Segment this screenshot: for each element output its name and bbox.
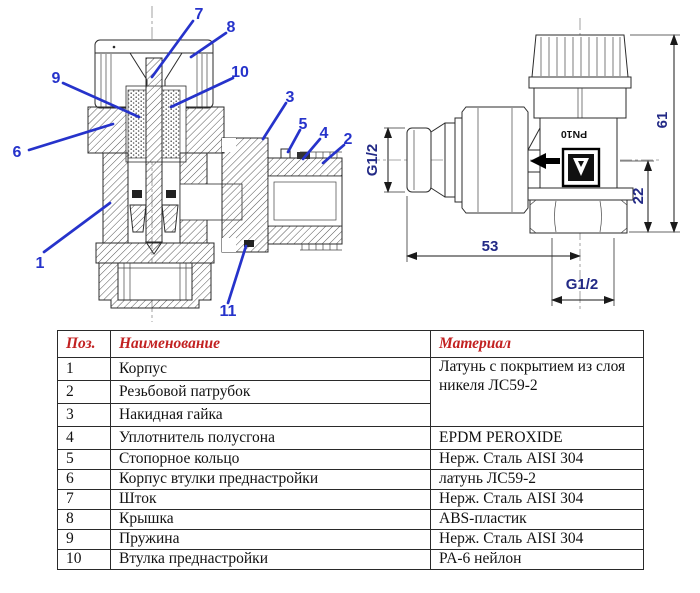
dim-total-height-label: 61 xyxy=(654,112,671,129)
bottom-thread-label: G1/2 xyxy=(566,276,599,293)
material-cell: EPDM PEROXIDE xyxy=(430,426,644,450)
name-cell: Пружина xyxy=(110,529,431,550)
pos-cell: 10 xyxy=(57,549,111,570)
material-cell: Нерж. Сталь AISI 304 xyxy=(430,489,644,510)
pos-cell: 7 xyxy=(57,489,111,510)
callout-4: 4 xyxy=(320,125,329,142)
material-cell: Нерж. Сталь AISI 304 xyxy=(430,529,644,550)
name-cell: Корпус xyxy=(110,357,431,381)
name-cell: Резьбовой патрубок xyxy=(110,380,431,404)
name-header: Наименование xyxy=(110,330,431,358)
pos-cell: 4 xyxy=(57,426,111,450)
callout-6: 6 xyxy=(13,144,22,161)
valve-cross-section: 7 8 9 10 6 3 5 4 2 1 11 xyxy=(13,6,353,322)
pos-cell: 1 xyxy=(57,357,111,381)
pos-header: Поз. xyxy=(57,330,111,358)
callout-3: 3 xyxy=(286,89,295,106)
callout-11: 11 xyxy=(220,303,237,320)
pos-cell: 2 xyxy=(57,380,111,404)
name-cell: Шток xyxy=(110,489,431,510)
side-thread-label: G1/2 xyxy=(364,144,381,177)
name-cell: Стопорное кольцо xyxy=(110,449,431,470)
name-cell: Втулка преднастройки xyxy=(110,549,431,570)
table-row: 1 Корпус Латунь с покрытием из слоя нике… xyxy=(57,357,644,427)
table-row: 5 Стопорное кольцо Нерж. Сталь AISI 304 xyxy=(57,449,644,470)
callout-2: 2 xyxy=(344,131,353,148)
table-row: 6 Корпус втулки преднастройки латунь ЛС5… xyxy=(57,469,644,490)
pos-cell: 9 xyxy=(57,529,111,550)
flow-direction-arrow xyxy=(530,153,560,169)
pos-cell: 6 xyxy=(57,469,111,490)
pos-cell: 5 xyxy=(57,449,111,470)
callout-leader-lines xyxy=(27,19,346,305)
table-row: 7 Шток Нерж. Сталь AISI 304 xyxy=(57,489,644,510)
material-cell: Латунь с покрытием из слоя никеля ЛС59-2 xyxy=(430,357,644,427)
material-cell: латунь ЛС59-2 xyxy=(430,469,644,490)
table-row: 4 Уплотнитель полусгона EPDM PEROXIDE xyxy=(57,426,644,450)
pn10-marking: PN10 xyxy=(561,128,587,140)
name-cell: Крышка xyxy=(110,509,431,530)
callout-9: 9 xyxy=(52,70,61,87)
callout-5: 5 xyxy=(299,116,308,133)
table-row: 3 Накидная гайка xyxy=(57,403,644,427)
callout-8: 8 xyxy=(227,19,236,36)
brand-logo xyxy=(561,147,601,188)
table-header-row: Поз. Наименование Материал xyxy=(57,330,644,358)
pos-cell: 8 xyxy=(57,509,111,530)
name-cell: Корпус втулки преднастройки xyxy=(110,469,431,490)
technical-drawing-canvas: 7 8 9 10 6 3 5 4 2 1 11 xyxy=(13,6,680,322)
dim-length-label: 53 xyxy=(482,238,499,255)
callout-7: 7 xyxy=(195,6,204,23)
material-header: Материал xyxy=(430,330,644,358)
table-row: 8 Крышка ABS-пластик xyxy=(57,509,644,530)
callout-10: 10 xyxy=(231,64,249,81)
parts-table: Поз. Наименование Материал 1 Корпус Лату… xyxy=(57,330,644,570)
material-cell: PA-6 нейлон xyxy=(430,549,644,570)
name-cell: Накидная гайка xyxy=(110,403,431,427)
table-row: 9 Пружина Нерж. Сталь AISI 304 xyxy=(57,529,644,550)
valve-dimensioned-view: PN10 G1/2 xyxy=(364,18,680,312)
material-cell: ABS-пластик xyxy=(430,509,644,530)
pos-cell: 3 xyxy=(57,403,111,427)
name-cell: Уплотнитель полусгона xyxy=(110,426,431,450)
callout-1: 1 xyxy=(36,255,45,272)
material-cell: Нерж. Сталь AISI 304 xyxy=(430,449,644,470)
dimensions: G1/2 61 22 53 G1/2 xyxy=(364,34,680,306)
callout-numbers: 7 8 9 10 6 3 5 4 2 1 11 xyxy=(13,6,353,320)
table-row: 10 Втулка преднастройки PA-6 нейлон xyxy=(57,549,644,570)
dim-axis-bottom-label: 22 xyxy=(630,188,647,205)
